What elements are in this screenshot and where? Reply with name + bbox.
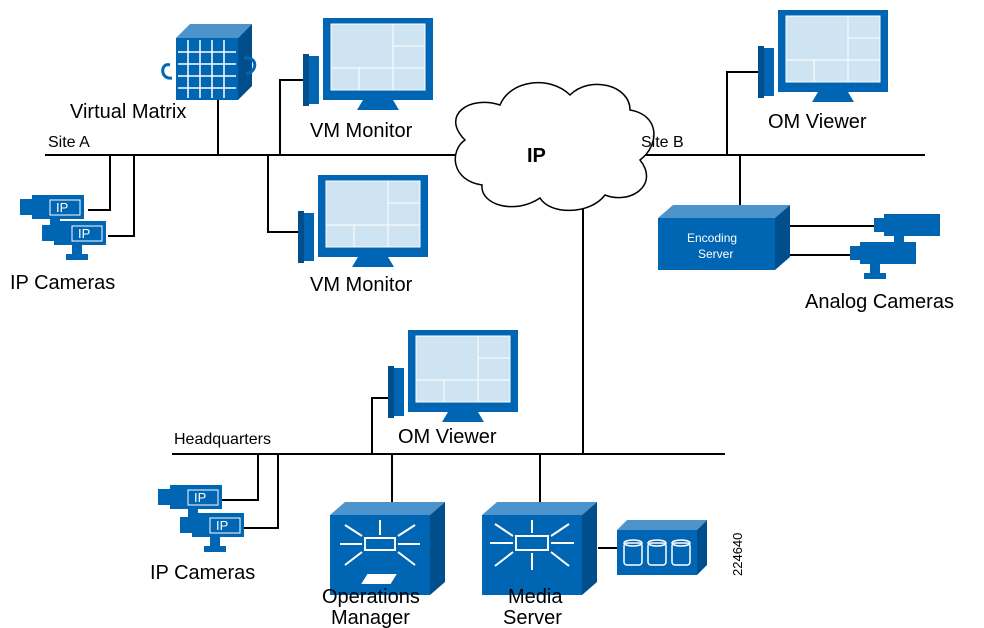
virtual-matrix-label: Virtual Matrix [70, 101, 186, 123]
headquarters-label: Headquarters [174, 431, 271, 448]
om-viewer-hq-icon [387, 329, 519, 423]
analog-cameras-label: Analog Cameras [805, 291, 954, 313]
om-viewer-site-b-label: OM Viewer [768, 111, 867, 133]
operations-manager-line2: Manager [331, 607, 410, 628]
operations-manager-line1: Operations [322, 586, 420, 608]
camera-tag: IP [194, 490, 206, 505]
vm-monitor-top-icon [302, 17, 434, 111]
network-lines [45, 71, 925, 549]
vm-monitor-bottom-icon [297, 174, 429, 268]
encoding-server-icon: Encoding Server [658, 205, 790, 270]
storage-array-icon [617, 520, 707, 575]
ip-camera-site-a-1-icon: IP [19, 194, 85, 235]
ip-camera-site-a-2-icon: IP [41, 220, 107, 261]
media-server-line1: Media [508, 586, 563, 608]
figure-id: 224640 [730, 533, 745, 576]
media-server-icon [482, 502, 597, 595]
ip-cameras-site-a-label: IP Cameras [10, 272, 115, 294]
site-b-label: Site B [641, 134, 684, 151]
analog-camera-2-icon [850, 242, 916, 279]
ip-camera-hq-2-icon: IP [179, 512, 245, 553]
encoding-server-line2: Server [698, 247, 733, 261]
vm-monitor-bottom-label: VM Monitor [310, 274, 413, 296]
ip-camera-hq-1-icon: IP [157, 484, 223, 525]
camera-tag: IP [56, 200, 68, 215]
virtual-matrix-icon [161, 24, 257, 100]
site-a-label: Site A [48, 134, 90, 151]
camera-tag: IP [78, 226, 90, 241]
camera-tag: IP [216, 518, 228, 533]
operations-manager-icon [330, 502, 445, 595]
ip-cameras-hq-label: IP Cameras [150, 562, 255, 584]
media-server-line2: Server [503, 607, 562, 628]
ip-cloud: IP [454, 81, 655, 212]
om-viewer-site-b-icon [757, 9, 889, 103]
encoding-server-line1: Encoding [687, 231, 737, 245]
cloud-label: IP [527, 145, 546, 167]
om-viewer-hq-label: OM Viewer [398, 426, 497, 448]
vm-monitor-top-label: VM Monitor [310, 120, 413, 142]
